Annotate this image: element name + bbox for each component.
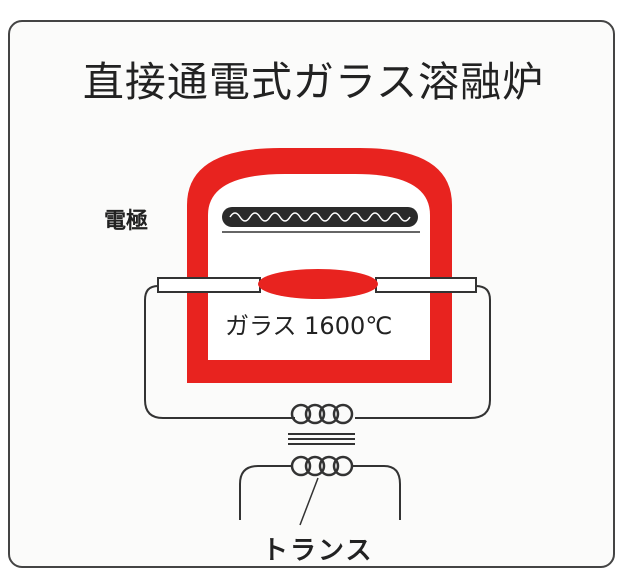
molten-glass (258, 269, 378, 299)
batch-material (222, 207, 420, 233)
circuit-wire (144, 285, 491, 419)
left-electrode (157, 277, 261, 293)
transformer-label: トランス (262, 536, 374, 566)
diagram-title: 直接通電式ガラス溶融炉 (82, 58, 545, 106)
electrode-label: 電極 (104, 209, 149, 234)
glass-temperature-label: ガラス 1600℃ (225, 312, 393, 340)
transformer-leader-line (299, 477, 319, 526)
right-electrode (375, 277, 477, 293)
secondary-wire (239, 465, 401, 520)
transformer-secondary-coil (290, 455, 354, 477)
transformer-core (288, 433, 355, 445)
transformer-primary-coil (290, 403, 354, 425)
